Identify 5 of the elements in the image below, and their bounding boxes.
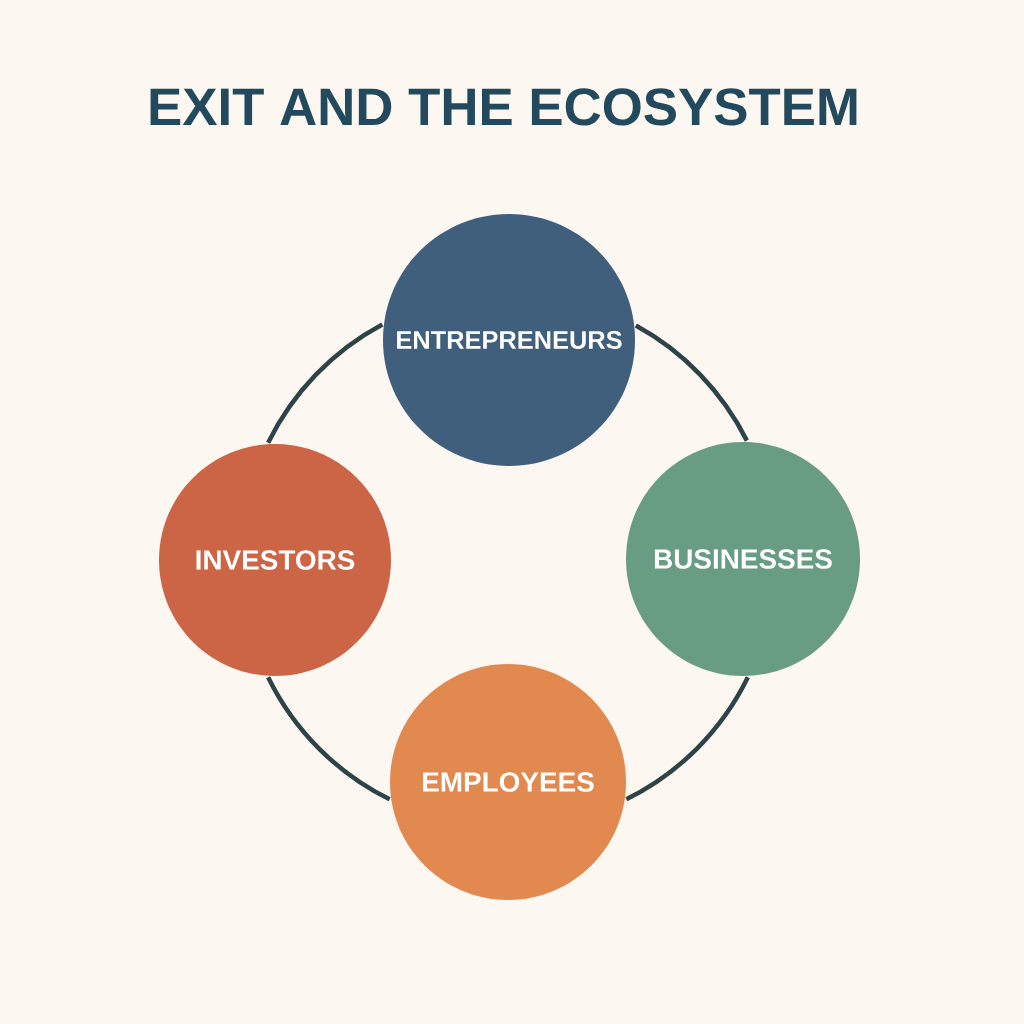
title: EXIT AND THE ECOSYSTEM — [150, 88, 857, 126]
circle-node: EMPLOYEES — [390, 664, 626, 900]
circle-node: BUSINESSES — [626, 442, 860, 676]
circle-node: INVESTORS — [159, 444, 391, 676]
circle-node: ENTREPRENEURS — [383, 214, 635, 466]
